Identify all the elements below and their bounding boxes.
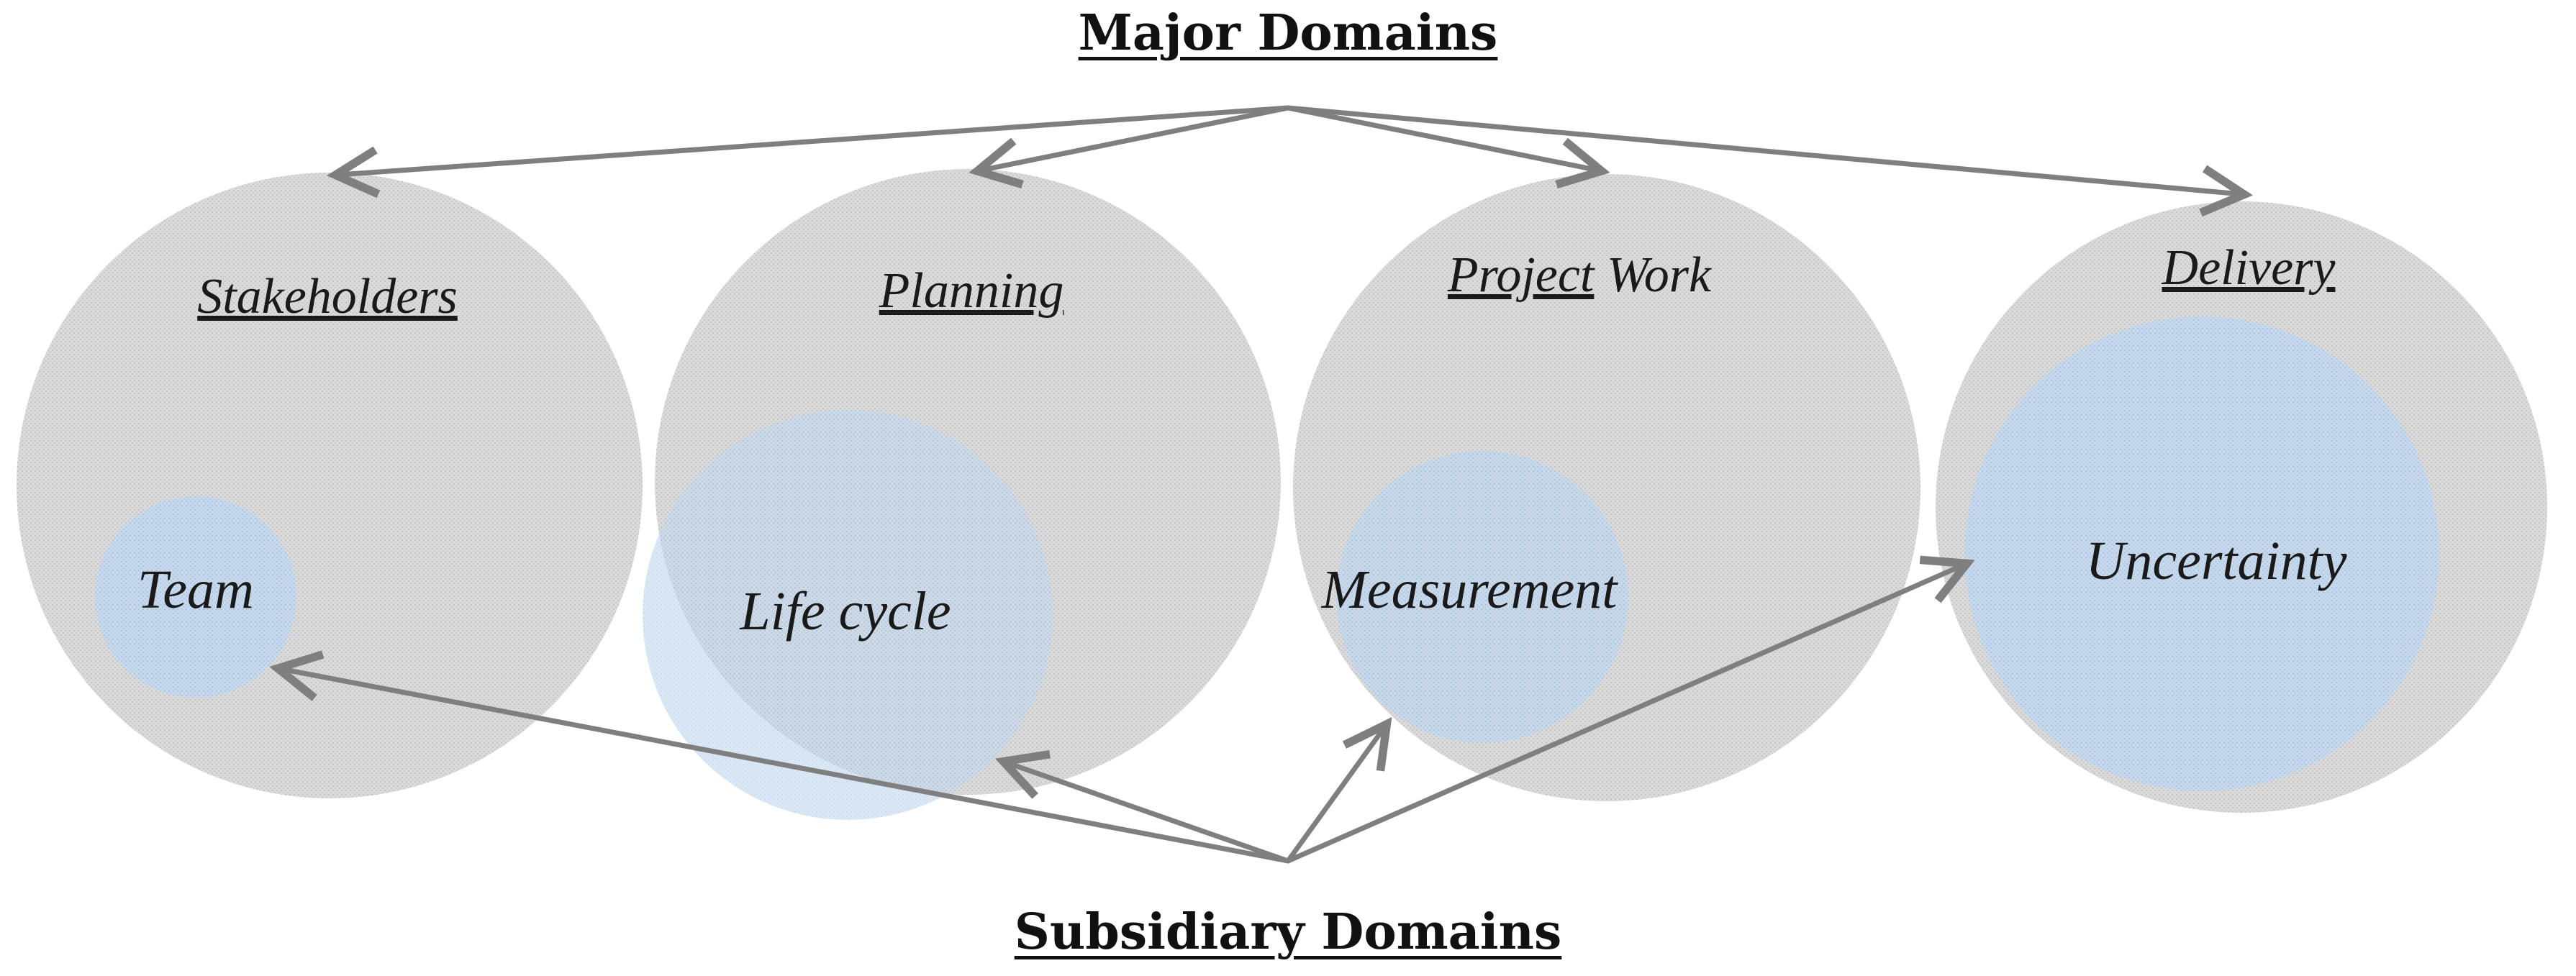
team-circle — [95, 496, 296, 698]
planning-label: Planning — [879, 263, 1064, 319]
major-domains-heading: Major Domains — [1078, 4, 1498, 62]
life-cycle-label: Life cycle — [739, 581, 951, 642]
subsidiary-domains-heading: Subsidiary Domains — [1014, 903, 1562, 961]
measurement-circle — [1336, 451, 1628, 743]
arrow-to-delivery — [1285, 105, 2241, 194]
uncertainty-circle — [1964, 316, 2439, 791]
arrow-to-measurement — [1285, 726, 1385, 864]
measurement-label: Measurement — [1321, 560, 1619, 620]
stakeholders-circle — [17, 173, 643, 798]
stakeholders-label: Stakeholders — [197, 269, 458, 324]
project-work-label-part2: Work — [1607, 247, 1713, 303]
arrow-to-life-cycle — [1006, 762, 1291, 864]
project-work-label-part1: Project — [1447, 247, 1595, 303]
arrow-to-project-work — [1285, 105, 1599, 170]
project-work-label-space — [1594, 247, 1607, 303]
arrow-to-uncertainty — [1285, 565, 1964, 864]
arrow-to-team — [281, 669, 1291, 864]
delivery-label: Delivery — [2162, 240, 2336, 296]
uncertainty-label: Uncertainty — [2085, 531, 2346, 591]
arrow-to-planning — [980, 105, 1291, 170]
life-cycle-circle — [643, 410, 1053, 820]
arrow-to-stakeholders — [338, 105, 1291, 175]
project-work-label: Project Work — [1447, 247, 1713, 303]
team-label: Team — [137, 560, 254, 620]
